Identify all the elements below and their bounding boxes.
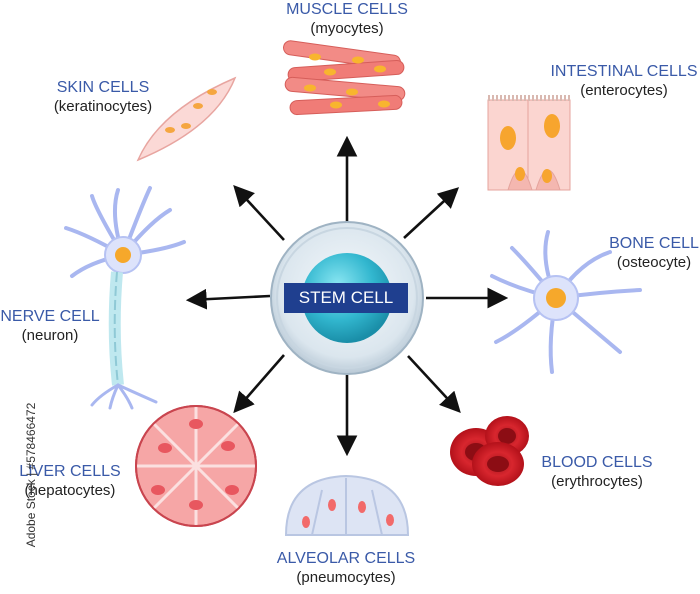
stock-watermark: Adobe Stock | #578466472	[24, 402, 38, 548]
arrow-blood	[407, 355, 461, 414]
nerve-cell-label: NERVE CELL (neuron)	[0, 307, 100, 345]
blood-cells-illustration	[450, 416, 529, 486]
intestinal-cells-label: INTESTINAL CELLS (enterocytes)	[548, 62, 700, 100]
blood-cells-label: BLOOD CELLS (erythrocytes)	[536, 453, 658, 491]
bone-cell-illustration	[490, 230, 642, 374]
muscle-cells-illustration	[283, 40, 406, 116]
intestinal-cells-illustration	[487, 95, 571, 191]
nerve-cell-illustration	[64, 186, 186, 410]
skin-cell-illustration	[136, 76, 237, 162]
muscle-cells-subtitle: (myocytes)	[310, 20, 384, 37]
bone-cell-subtitle: (osteocyte)	[616, 254, 692, 271]
blood-cells-title: BLOOD CELLS	[541, 454, 653, 471]
alveolar-cells-subtitle: (pneumocytes)	[296, 569, 396, 586]
muscle-cells-label: MUSCLE CELLS (myocytes)	[262, 0, 432, 38]
stem-cell-label: STEM CELL	[284, 283, 408, 313]
alveolar-cells-label: ALVEOLAR CELLS (pneumocytes)	[266, 549, 426, 587]
intestinal-cells-title: INTESTINAL CELLS	[550, 63, 698, 80]
arrow-liver	[233, 354, 285, 414]
arrow-nerve	[185, 288, 271, 310]
skin-cells-label: SKIN CELLS (keratinocytes)	[38, 78, 168, 116]
skin-cells-title: SKIN CELLS	[56, 79, 150, 96]
arrow-skin	[233, 184, 285, 241]
skin-cells-subtitle: (keratinocytes)	[53, 98, 153, 115]
bone-cell-title: BONE CELL	[609, 235, 699, 252]
arrows	[185, 135, 509, 457]
intestinal-cells-subtitle: (enterocytes)	[580, 82, 668, 99]
liver-cells-subtitle: (hepatocytes)	[24, 482, 116, 499]
liver-cells-title: LIVER CELLS	[19, 463, 121, 480]
alveolar-cells-title: ALVEOLAR CELLS	[276, 550, 416, 567]
nerve-cell-subtitle: (neuron)	[21, 327, 79, 344]
liver-cells-illustration	[135, 405, 257, 527]
alveolar-cells-illustration	[284, 474, 410, 536]
liver-cells-label: LIVER CELLS (hepatocytes)	[14, 462, 126, 500]
arrow-intestinal	[403, 187, 460, 239]
nerve-cell-title: NERVE CELL	[0, 308, 100, 325]
blood-cells-subtitle: (erythrocytes)	[551, 473, 643, 490]
bone-cell-label: BONE CELL (osteocyte)	[608, 234, 700, 272]
muscle-cells-title: MUSCLE CELLS	[286, 1, 408, 18]
